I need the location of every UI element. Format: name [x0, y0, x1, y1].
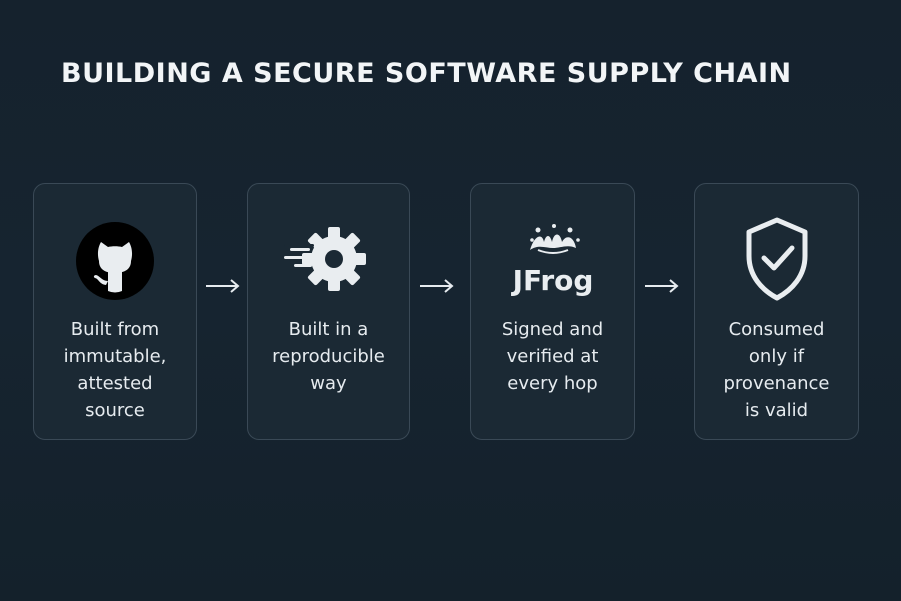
gear-speed-icon [283, 214, 374, 304]
step-card-build: Built in a reproducible way [247, 183, 410, 440]
jfrog-logo: JFrog [508, 214, 598, 304]
svg-text:JFrog: JFrog [510, 264, 593, 297]
step-card-consume: Consumed only if provenance is valid [694, 183, 859, 440]
step-card-source: Built from immutable, attested source [33, 183, 197, 440]
step-label: Consumed only if provenance is valid [723, 319, 830, 421]
step-card-distribute: JFrog Signed and verified at every hop [470, 183, 635, 440]
arrow-right-icon [420, 279, 454, 293]
shield-check-icon [732, 214, 822, 304]
github-octocat-icon [70, 216, 160, 306]
arrow-right-icon [206, 279, 240, 293]
page-title: BUILDING A SECURE SOFTWARE SUPPLY CHAIN [61, 58, 792, 89]
arrow-right-icon [645, 279, 679, 293]
step-label: Signed and verified at every hop [501, 319, 604, 394]
step-label: Built from immutable, attested source [63, 319, 167, 421]
step-label: Built in a reproducible way [272, 319, 385, 394]
